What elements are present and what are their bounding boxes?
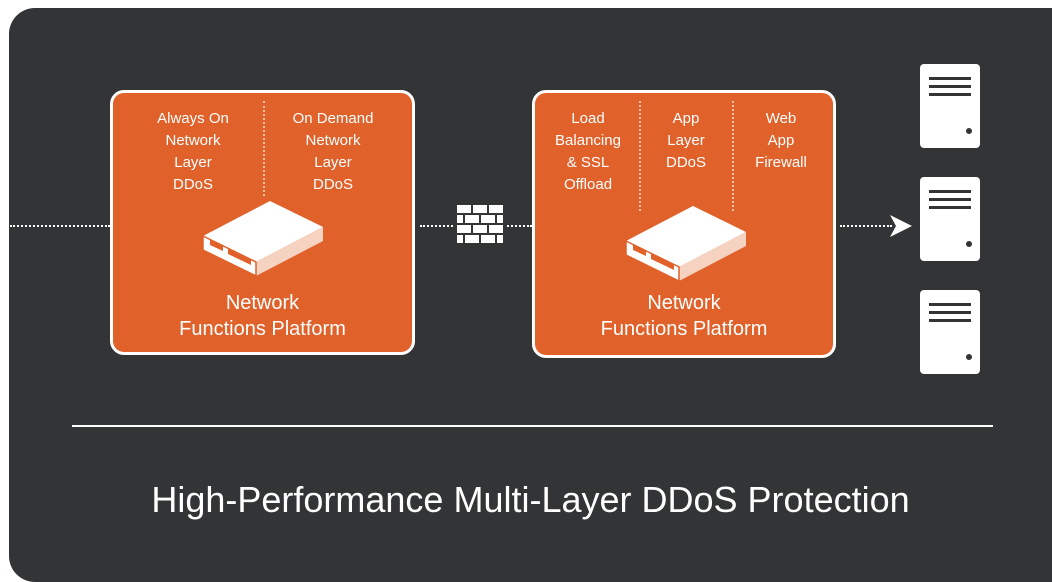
left-platform: Always On Network Layer DDoS On Demand N…: [110, 90, 415, 355]
feature-line: App: [672, 110, 700, 127]
feature-app-layer: App Layer DDoS: [643, 108, 729, 174]
server-icon: [920, 177, 980, 261]
incoming-traffic-line: [10, 225, 110, 227]
platform-title-line: Functions Platform: [179, 318, 346, 340]
feature-line: Offload: [563, 176, 613, 193]
feature-line: On Demand: [292, 110, 374, 127]
server-icon: [920, 64, 980, 148]
feature-line: Layer: [314, 154, 352, 171]
feature-line: Always On: [157, 110, 229, 127]
platform-title-line: Network: [225, 292, 300, 314]
feature-line: Web: [765, 110, 797, 127]
feature-line: Load: [571, 110, 605, 127]
arrow-right-icon: [890, 215, 912, 237]
feature-divider: [639, 101, 641, 211]
feature-line: DDoS: [172, 176, 213, 193]
platform-title-line: Network: [647, 292, 721, 314]
divider-line: [72, 425, 993, 427]
feature-load-balancing: Load Balancing & SSL Offload: [539, 108, 637, 196]
feature-line: Network: [305, 132, 361, 149]
diagram-caption: High-Performance Multi-Layer DDoS Protec…: [151, 479, 910, 520]
feature-line: Layer: [174, 154, 212, 171]
feature-line: & SSL: [566, 154, 610, 171]
platform-title-line: Functions Platform: [600, 318, 768, 340]
feature-line: Balancing: [555, 132, 621, 149]
feature-divider: [263, 101, 265, 196]
feature-web-app-firewall: Web App Firewall: [737, 108, 825, 174]
feature-always-on: Always On Network Layer DDoS: [133, 108, 253, 196]
network-appliance-icon: [625, 206, 746, 283]
feature-line: Layer: [667, 132, 705, 149]
platform-title: Network Functions Platform: [113, 290, 412, 342]
feature-line: Network: [165, 132, 221, 149]
network-appliance-icon: [202, 201, 323, 278]
feature-divider: [732, 101, 734, 211]
outgoing-traffic-line: [840, 225, 892, 227]
feature-line: Firewall: [755, 154, 807, 171]
feature-line: App: [767, 132, 795, 149]
server-icon: [920, 290, 980, 374]
feature-line: DDoS: [312, 176, 353, 193]
platform-title: Network Functions Platform: [535, 290, 833, 342]
feature-on-demand: On Demand Network Layer DDoS: [273, 108, 393, 196]
right-platform: Load Balancing & SSL Offload App Layer D…: [532, 90, 836, 358]
firewall-brick-icon: [455, 203, 505, 247]
feature-line: DDoS: [665, 154, 706, 171]
